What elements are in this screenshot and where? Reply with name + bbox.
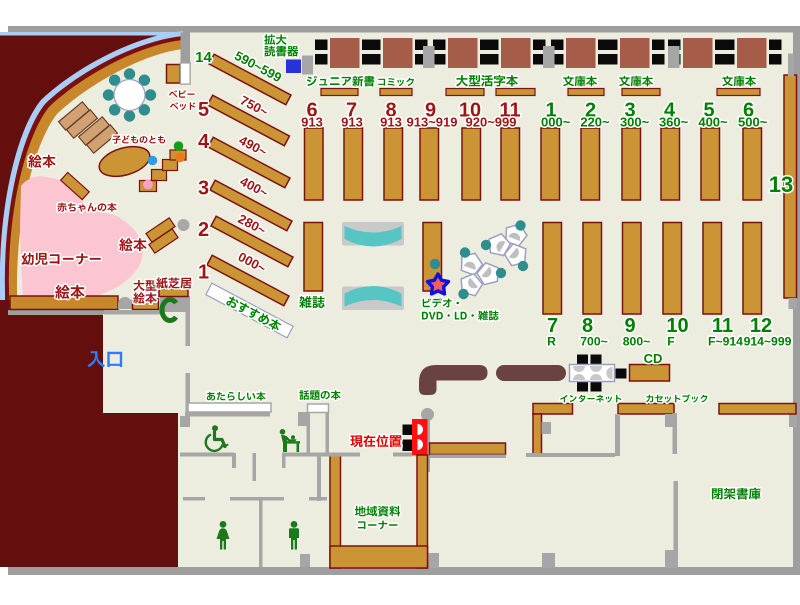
svg-text:800~: 800~ [623, 335, 650, 349]
svg-text:4: 4 [664, 100, 676, 122]
svg-text:913: 913 [301, 115, 323, 130]
svg-text:400~: 400~ [698, 115, 728, 130]
svg-text:8: 8 [582, 315, 593, 337]
svg-text:300~: 300~ [620, 115, 650, 130]
svg-text:10: 10 [459, 100, 481, 122]
svg-text:13: 13 [769, 172, 793, 197]
svg-text:7: 7 [547, 315, 558, 337]
svg-text:3: 3 [198, 178, 209, 200]
svg-text:5: 5 [198, 99, 209, 121]
svg-text:913: 913 [380, 115, 402, 130]
svg-text:360~: 360~ [659, 115, 689, 130]
svg-text:220~: 220~ [580, 115, 610, 130]
svg-text:12: 12 [750, 315, 772, 337]
svg-text:2: 2 [585, 100, 596, 122]
svg-text:14: 14 [195, 49, 212, 66]
svg-text:4: 4 [198, 131, 210, 153]
svg-text:500~: 500~ [738, 115, 768, 130]
svg-text:000~: 000~ [541, 115, 571, 130]
svg-text:8: 8 [385, 100, 396, 122]
svg-text:700~: 700~ [580, 335, 607, 349]
svg-text:1: 1 [545, 100, 556, 122]
svg-text:10: 10 [666, 315, 688, 337]
svg-text:6: 6 [306, 100, 317, 122]
svg-text:5: 5 [703, 100, 714, 122]
svg-text:CD: CD [644, 351, 663, 366]
svg-text:R: R [547, 335, 556, 349]
svg-text:F: F [667, 335, 674, 349]
svg-text:2: 2 [198, 219, 209, 241]
svg-text:7: 7 [346, 100, 357, 122]
svg-text:F~914: F~914 [708, 335, 743, 349]
svg-text:11: 11 [712, 315, 733, 337]
svg-text:3: 3 [624, 100, 635, 122]
svg-text:9: 9 [425, 100, 436, 122]
svg-text:920~999: 920~999 [466, 115, 517, 130]
svg-text:1: 1 [198, 262, 209, 284]
svg-text:9: 9 [624, 315, 635, 337]
svg-text:11: 11 [499, 100, 520, 122]
svg-text:6: 6 [743, 100, 754, 122]
svg-text:913: 913 [341, 115, 363, 130]
svg-text:914~999: 914~999 [744, 335, 792, 349]
svg-text:913~919: 913~919 [407, 115, 458, 130]
